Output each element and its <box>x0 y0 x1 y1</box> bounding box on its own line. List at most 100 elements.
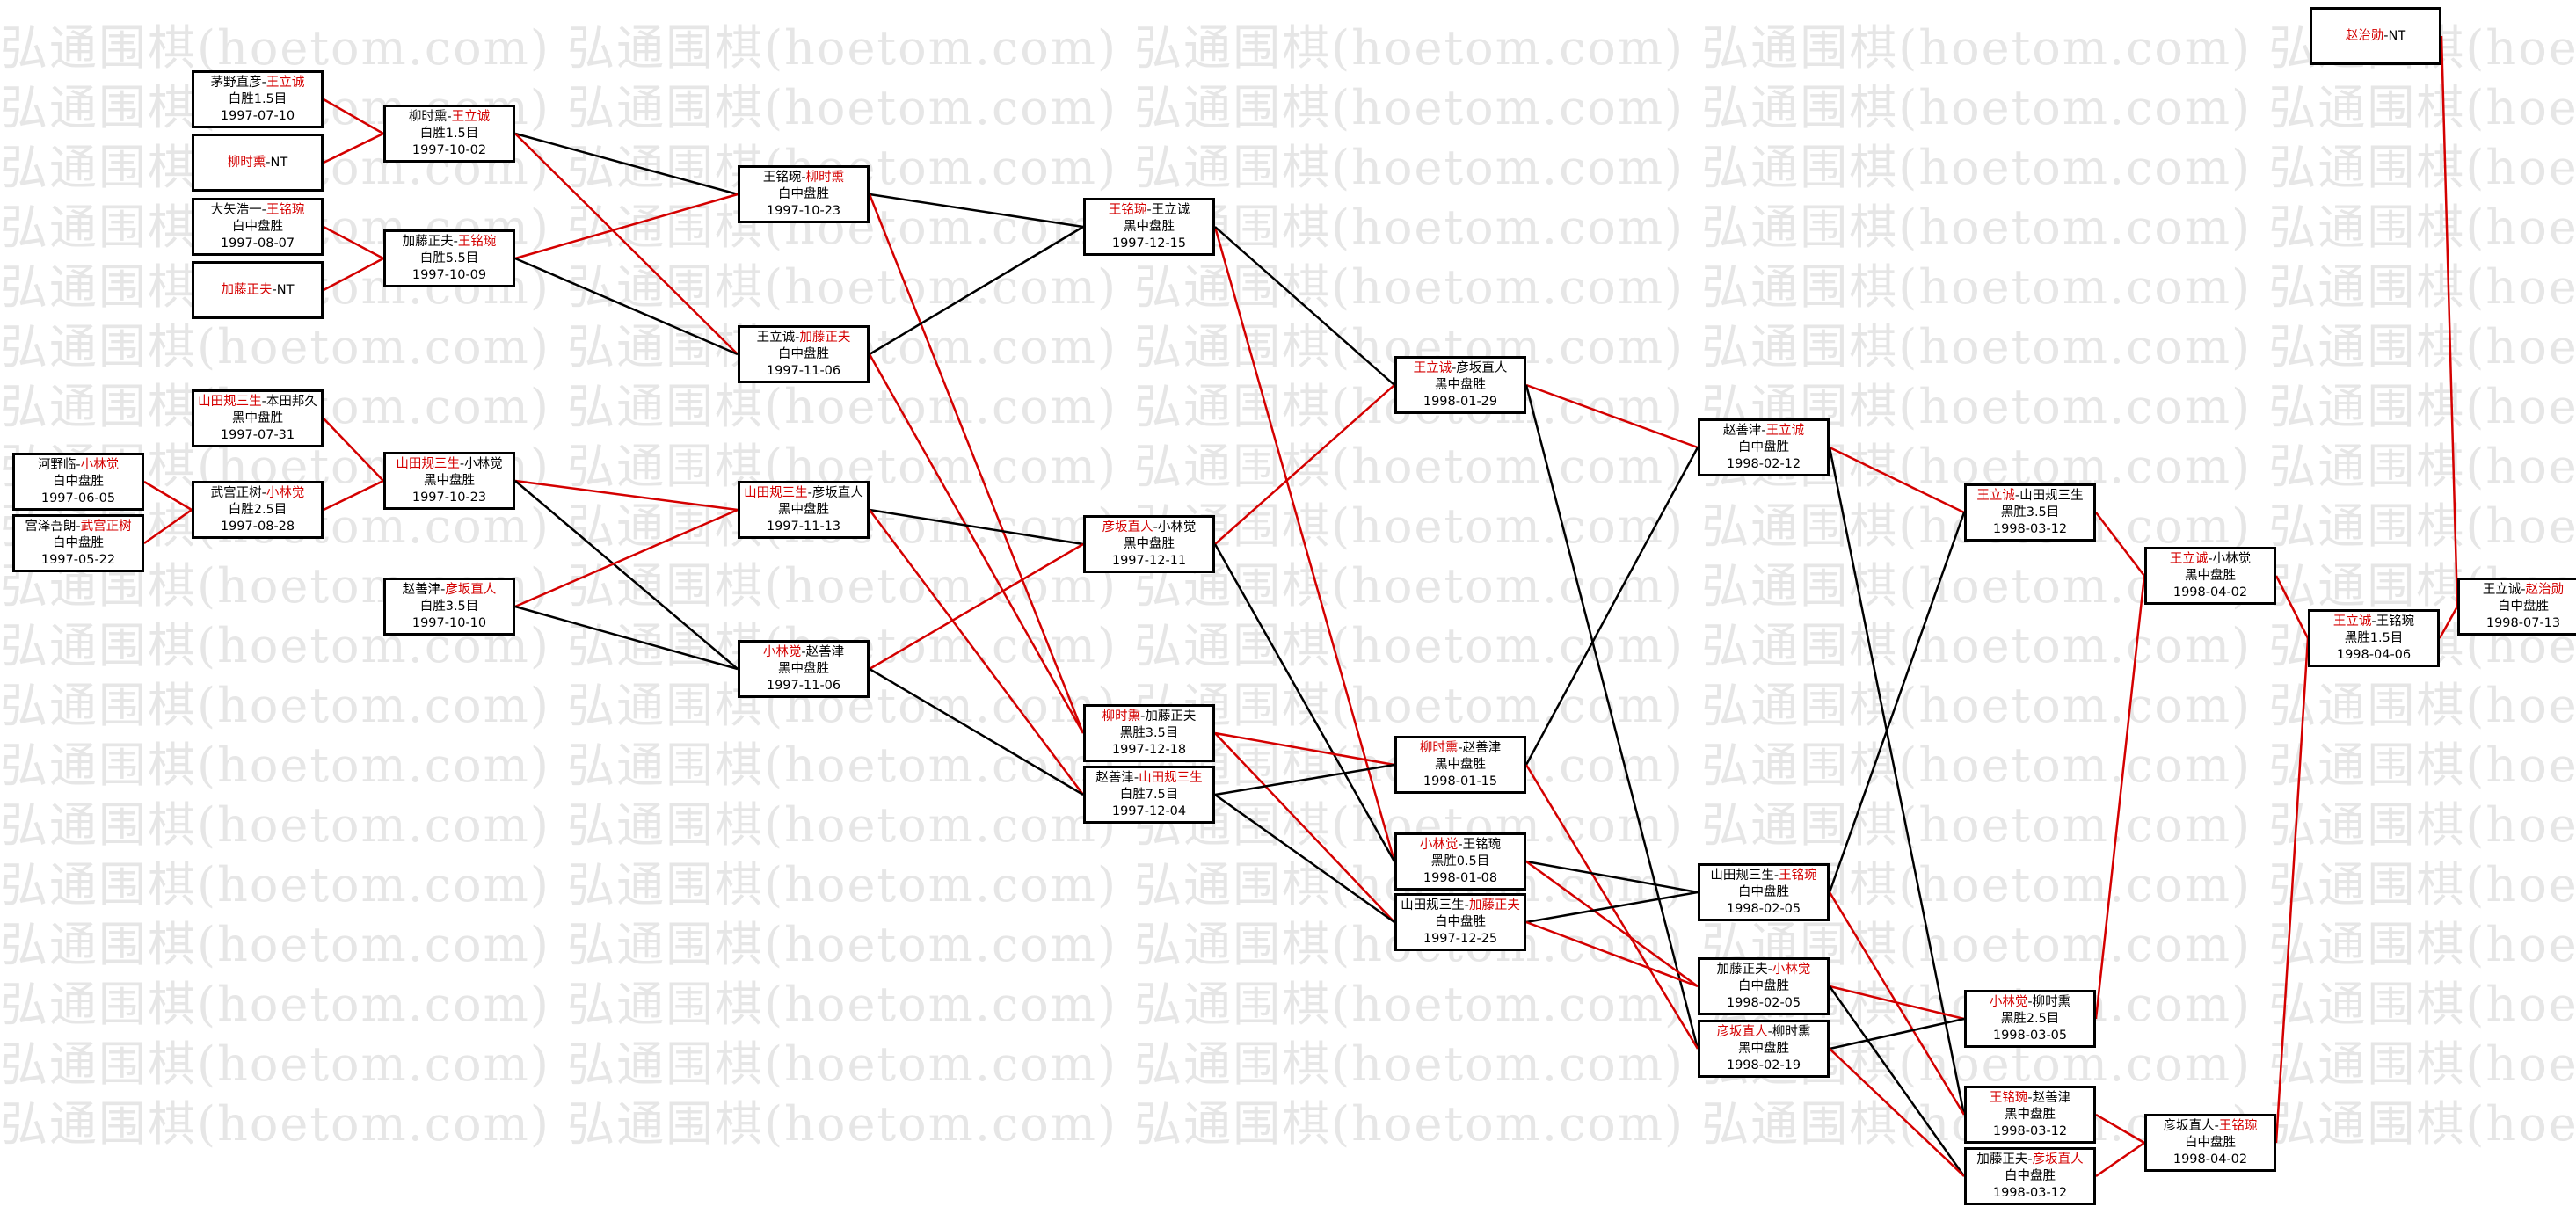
game-box-c36[interactable]: 赵治勋-NT <box>2310 7 2441 65</box>
link-c12-c16 <box>514 605 739 671</box>
game-result: 黑中盘胜 <box>1738 1041 1789 1056</box>
game-result: 黑中盘胜 <box>778 661 829 676</box>
link-c19-c22 <box>1214 731 1395 767</box>
player-separator: - <box>2383 28 2389 43</box>
white-player: 武宫正树 <box>80 519 132 534</box>
white-player: 王铭琬 <box>2376 614 2415 629</box>
game-box-c2[interactable]: 柳时熏-NT <box>192 134 324 192</box>
link-c23-c27 <box>1525 860 1699 988</box>
game-result: 白中盘胜 <box>1738 884 1789 899</box>
game-players: 小林觉-柳时熏 <box>1990 994 2070 1011</box>
white-player: 彦坂直人 <box>1456 360 1508 375</box>
player-separator: - <box>261 202 266 217</box>
player-separator: - <box>1767 1024 1772 1039</box>
black-player: 王铭琬 <box>1108 202 1147 217</box>
black-player: 加藤正夫 <box>1976 1152 2028 1167</box>
link-c1-c9 <box>323 98 384 135</box>
game-result: 白中盘胜 <box>2498 599 2549 614</box>
black-player: 王立诚 <box>2169 551 2209 566</box>
white-player: 王铭琬 <box>1779 868 1817 883</box>
link-c24-c26 <box>1525 891 1699 924</box>
player-separator: - <box>1153 520 1158 534</box>
link-c20-c24 <box>1214 793 1395 924</box>
link-c34-c35 <box>2274 637 2310 1144</box>
link-c10-c13 <box>514 193 739 260</box>
game-players: 赵善津-山田规三生 <box>1095 770 1202 787</box>
white-player: 小林觉 <box>1772 962 1811 977</box>
game-date: 1997-10-10 <box>411 615 487 630</box>
player-separator: - <box>447 109 452 124</box>
white-player: 山田规三生 <box>1139 770 1203 785</box>
game-players: 山田规三生-本田邦久 <box>198 394 317 411</box>
game-date: 1997-08-28 <box>220 519 295 534</box>
game-box-c4[interactable]: 加藤正夫-NT <box>192 261 324 319</box>
white-player: 小林觉 <box>1157 520 1197 534</box>
white-player: 王铭琬 <box>457 234 497 249</box>
black-player: 彦坂直人 <box>1102 520 1153 534</box>
white-player: 赵善津 <box>1462 740 1502 755</box>
white-player: 王铭琬 <box>266 202 305 217</box>
white-player: 加藤正夫 <box>799 330 851 345</box>
link-c5-c11 <box>323 418 384 482</box>
game-result: 白胜2.5目 <box>228 502 287 517</box>
player-separator: - <box>2208 551 2213 566</box>
game-players: 山田规三生-彦坂直人 <box>744 485 863 502</box>
black-player: 加藤正夫 <box>221 282 273 297</box>
game-date: 1997-10-02 <box>411 142 487 157</box>
player-separator: - <box>261 394 266 409</box>
player-separator: - <box>1458 740 1463 755</box>
game-date: 1998-01-29 <box>1423 394 1498 409</box>
link-c25-c29 <box>1829 446 1965 514</box>
player-separator: - <box>2214 1118 2219 1133</box>
black-player: 山田规三生 <box>1710 868 1774 883</box>
game-date: 1998-03-05 <box>1992 1028 2068 1043</box>
link-c15-c18 <box>869 508 1084 546</box>
game-date: 1997-10-09 <box>411 267 487 282</box>
game-result: 黑中盘胜 <box>1435 757 1486 772</box>
game-players: 赵善津-王立诚 <box>1723 423 1804 440</box>
black-player: 赵善津 <box>402 582 441 597</box>
game-players: 赵善津-彦坂直人 <box>403 582 497 599</box>
white-player: NT <box>2388 28 2406 43</box>
player-separator: - <box>2521 582 2526 597</box>
link-c19-c24 <box>1214 732 1395 923</box>
black-player: 茅野直彦 <box>210 75 262 90</box>
player-separator: - <box>801 644 806 659</box>
game-players: 王立诚-山田规三生 <box>1976 488 2083 505</box>
game-result: 白中盘胜 <box>1738 978 1789 993</box>
